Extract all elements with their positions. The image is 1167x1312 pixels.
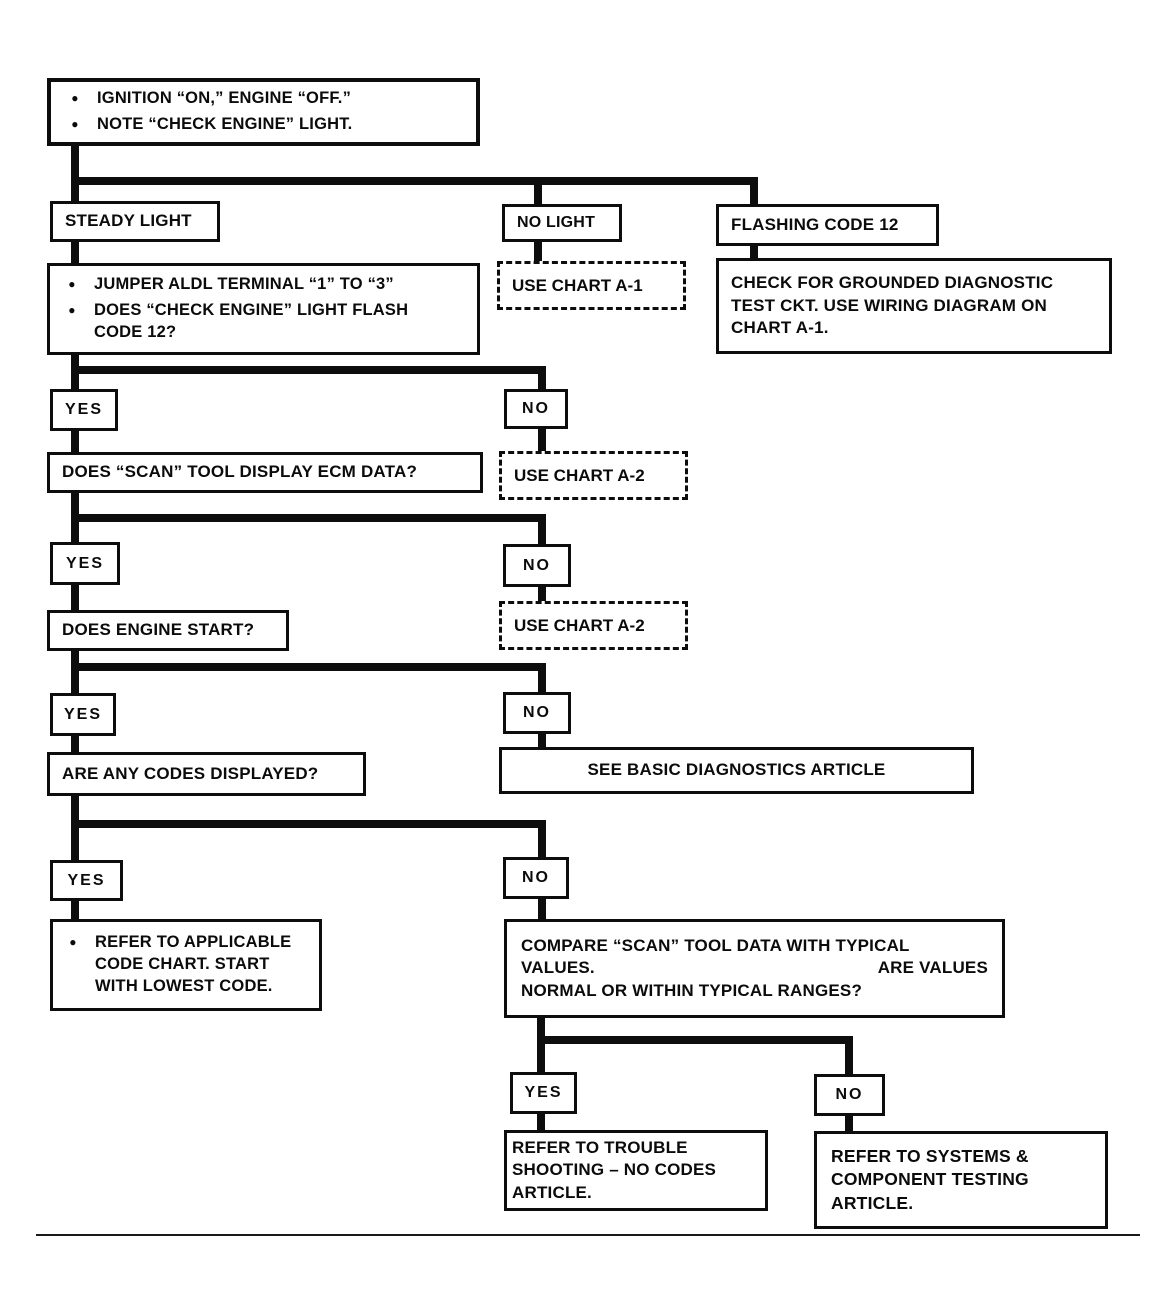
connector-line (538, 428, 546, 453)
bullet-icon (66, 274, 78, 296)
connector-line (71, 366, 546, 374)
use-chart-a1-label: USE CHART A-1 (512, 275, 643, 295)
compare-line-1: COMPARE “SCAN” TOOL DATA WITH TYPICAL (521, 935, 910, 955)
yes-label: YES (524, 1084, 563, 1102)
troubleshooting-article-text: REFER TO TROUBLE SHOOTING – NO CODES ART… (512, 1137, 717, 1202)
connector-line (534, 241, 542, 263)
no-box-1: NO (504, 389, 568, 429)
no-label: NO (835, 1086, 864, 1104)
no-label: NO (523, 556, 551, 574)
connector-line (538, 898, 546, 921)
scan-data-question-box: DOES “SCAN” TOOL DISPLAY ECM DATA? (47, 452, 483, 493)
connector-line (845, 1036, 853, 1076)
jumper-line-1: JUMPER ALDL TERMINAL “1” TO “3” (94, 275, 394, 294)
jumper-line-2: DOES “CHECK ENGINE” LIGHT FLASH CODE 12? (94, 301, 409, 341)
bullet-icon (69, 114, 81, 136)
connector-line (538, 586, 546, 603)
connector-line (537, 1017, 545, 1074)
connector-line (71, 430, 79, 454)
connector-line (71, 663, 546, 671)
troubleshooting-article-box: REFER TO TROUBLE SHOOTING – NO CODES ART… (504, 1130, 768, 1211)
no-light-label: NO LIGHT (517, 214, 596, 232)
connector-line (538, 733, 546, 749)
systems-testing-article-text: REFER TO SYSTEMS & COMPONENT TESTING ART… (831, 1146, 1029, 1213)
connector-line (538, 514, 546, 546)
connector-line (538, 366, 546, 391)
bullet-icon (69, 88, 81, 110)
yes-label: YES (63, 705, 102, 723)
connector-line (537, 1036, 853, 1044)
connector-line (845, 1114, 853, 1133)
yes-box-2: YES (50, 542, 120, 585)
grounded-diagnostic-text: CHECK FOR GROUNDED DIAGNOSTIC TEST CKT. … (731, 273, 1054, 338)
no-box-2: NO (503, 544, 571, 587)
use-chart-a2-label: USE CHART A-2 (514, 465, 645, 485)
flashing-code-12-label: FLASHING CODE 12 (731, 214, 899, 234)
connector-line (71, 177, 758, 185)
engine-start-question: DOES ENGINE START? (62, 620, 255, 640)
use-chart-a2-box-1: USE CHART A-2 (499, 451, 688, 500)
connector-line (71, 241, 79, 265)
connector-line (538, 820, 546, 859)
connector-line (538, 663, 546, 694)
steady-light-box: STEADY LIGHT (50, 201, 220, 242)
connector-line (71, 735, 79, 754)
start-box: IGNITION “ON,” ENGINE “OFF.” NOTE “CHECK… (47, 78, 480, 146)
connector-line (534, 177, 542, 207)
refer-code-chart-box: REFER TO APPLICABLE CODE CHART. START WI… (50, 919, 322, 1011)
grounded-diagnostic-box: CHECK FOR GROUNDED DIAGNOSTIC TEST CKT. … (716, 258, 1112, 354)
connector-line (71, 900, 79, 921)
systems-testing-article-box: REFER TO SYSTEMS & COMPONENT TESTING ART… (814, 1131, 1108, 1229)
basic-diagnostics-box: SEE BASIC DIAGNOSTICS ARTICLE (499, 747, 974, 794)
start-line-2: NOTE “CHECK ENGINE” LIGHT. (97, 115, 353, 133)
connector-line (71, 650, 79, 695)
compare-line-3: NORMAL OR WITHIN TYPICAL RANGES? (521, 980, 863, 1000)
use-chart-a2-label: USE CHART A-2 (514, 615, 645, 635)
use-chart-a1-box: USE CHART A-1 (497, 261, 686, 310)
bullet-icon (66, 300, 78, 322)
connector-line (71, 514, 546, 522)
connector-line (750, 244, 758, 261)
bullet-icon (67, 932, 79, 954)
connector-line (71, 584, 79, 612)
bottom-rule (36, 1234, 1140, 1236)
connector-line (71, 144, 79, 204)
no-label: NO (522, 400, 550, 418)
refer-code-chart-text: REFER TO APPLICABLE CODE CHART. START WI… (95, 933, 292, 995)
yes-label: YES (67, 871, 106, 889)
yes-box-1: YES (50, 389, 118, 431)
codes-displayed-question-box: ARE ANY CODES DISPLAYED? (47, 752, 366, 796)
no-box-4: NO (503, 857, 569, 899)
yes-label: YES (64, 401, 103, 419)
scan-data-question: DOES “SCAN” TOOL DISPLAY ECM DATA? (62, 462, 418, 482)
start-line-1: IGNITION “ON,” ENGINE “OFF.” (97, 89, 352, 108)
steady-light-label: STEADY LIGHT (65, 211, 192, 231)
yes-box-4: YES (50, 860, 123, 901)
yes-box-3: YES (50, 693, 116, 736)
connector-line (750, 177, 758, 207)
basic-diagnostics-label: SEE BASIC DIAGNOSTICS ARTICLE (587, 760, 886, 780)
engine-start-question-box: DOES ENGINE START? (47, 610, 289, 651)
no-box-5: NO (814, 1074, 885, 1116)
yes-label: YES (65, 554, 104, 572)
compare-line-2-right: ARE VALUES (877, 958, 988, 978)
connector-line (537, 1112, 545, 1132)
compare-scan-data-box: COMPARE “SCAN” TOOL DATA WITH TYPICAL VA… (504, 919, 1005, 1018)
use-chart-a2-box-2: USE CHART A-2 (499, 601, 688, 650)
jumper-aldl-box: JUMPER ALDL TERMINAL “1” TO “3” DOES “CH… (47, 263, 480, 355)
flashing-code-12-box: FLASHING CODE 12 (716, 204, 939, 246)
no-label: NO (522, 869, 550, 887)
yes-box-5: YES (510, 1072, 577, 1114)
connector-line (71, 795, 79, 862)
connector-line (71, 820, 546, 828)
no-box-3: NO (503, 692, 571, 734)
no-light-box: NO LIGHT (502, 204, 622, 242)
codes-displayed-question: ARE ANY CODES DISPLAYED? (62, 763, 319, 783)
compare-line-2-left: VALUES. (521, 958, 595, 978)
no-label: NO (523, 704, 551, 722)
